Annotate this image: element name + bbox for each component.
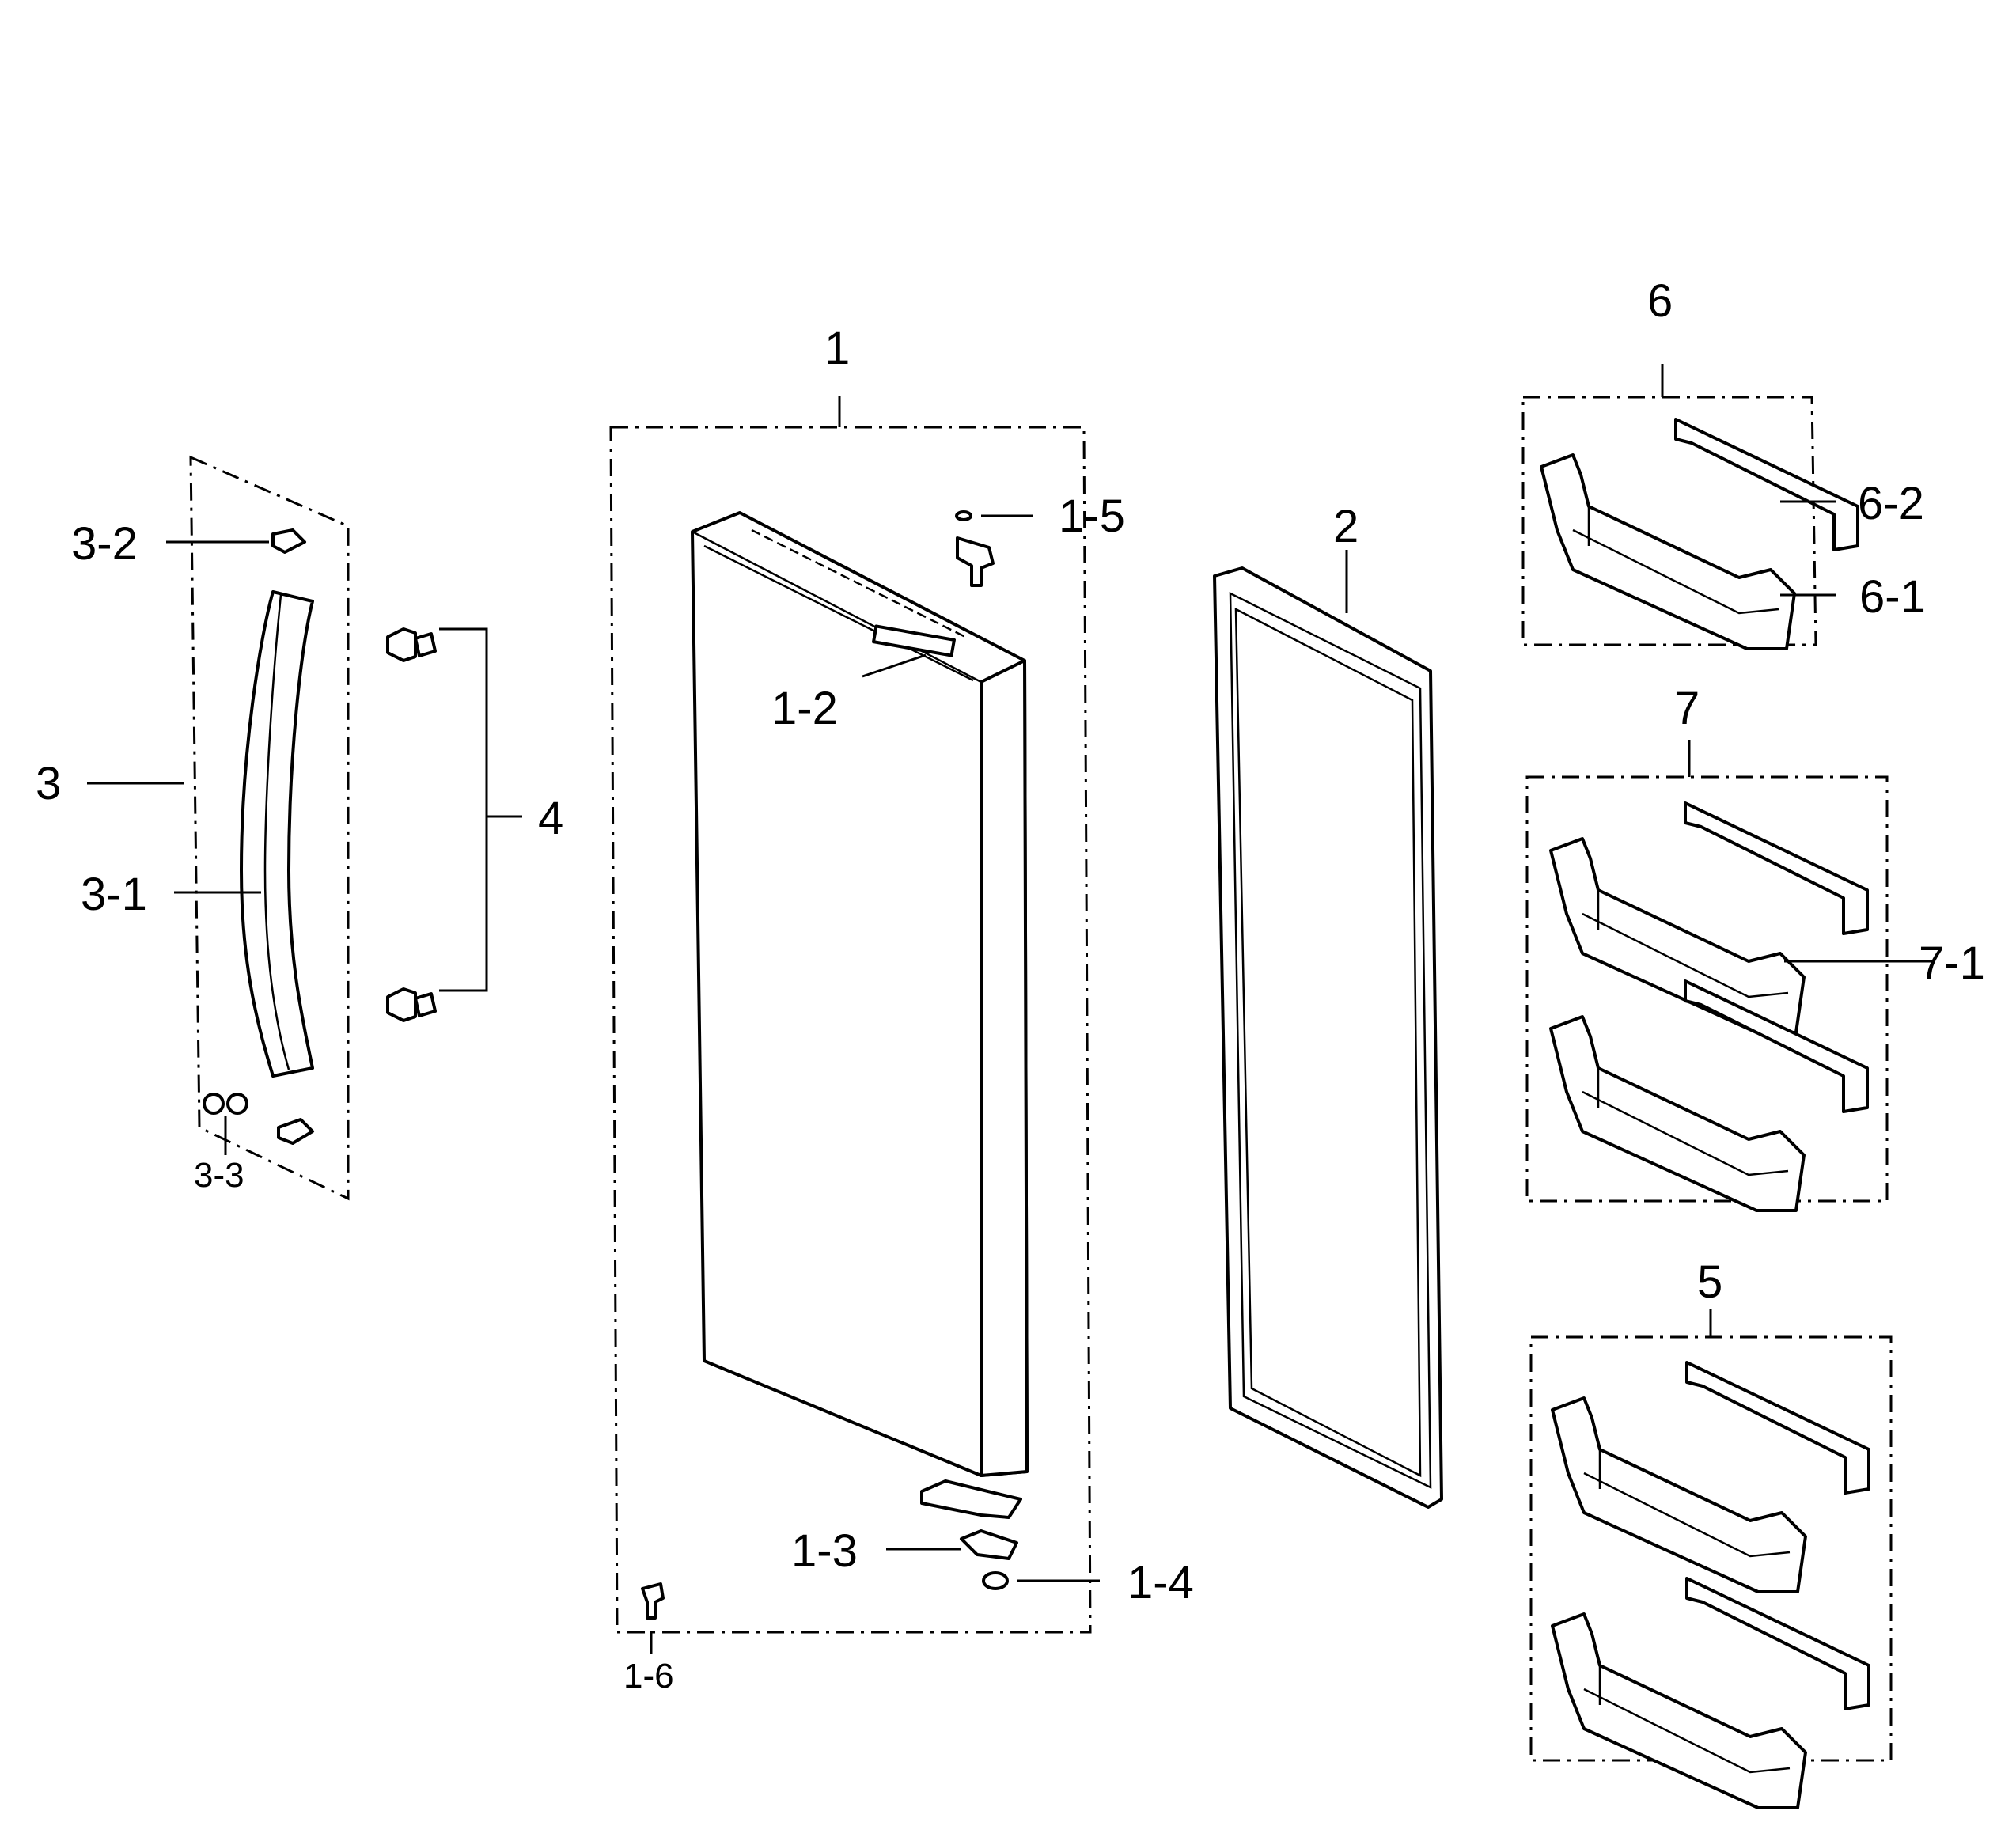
label-7-1: 7-1 [1919, 938, 1985, 989]
label-1-3: 1-3 [791, 1525, 858, 1577]
shelf-group-5-outline [1529, 1335, 1893, 1762]
hinge-part-1-3 [960, 1529, 1018, 1560]
shelf-group-6: 6 6-2 6-1 [1521, 275, 1926, 650]
leader-1-2 [862, 653, 927, 678]
shelf-group-5: 5 [1529, 1256, 1893, 1809]
label-5: 5 [1697, 1256, 1722, 1308]
hinge-pin-1-5 [956, 536, 995, 587]
logo-badge-1-2 [872, 624, 956, 657]
handle-assembly-group: 3 3-1 3-2 3-3 [36, 455, 350, 1201]
bin-7-lower [1549, 979, 1869, 1212]
label-3-3: 3-3 [194, 1156, 244, 1195]
handle-assembly-outline [189, 455, 350, 1201]
label-1-2: 1-2 [771, 683, 838, 734]
label-6: 6 [1647, 275, 1673, 327]
label-1-6: 1-6 [623, 1657, 674, 1695]
lower-hinge-bracket [920, 1479, 1022, 1519]
screw-3-3-b [226, 1093, 248, 1115]
label-1: 1 [824, 323, 850, 374]
bracket-4 [439, 627, 488, 992]
stud-lower [386, 987, 437, 1022]
shelf-group-6-outline [1521, 396, 1817, 646]
label-3-2: 3-2 [71, 518, 138, 570]
label-6-1: 6-1 [1859, 571, 1926, 623]
label-2: 2 [1333, 501, 1359, 552]
label-7: 7 [1674, 683, 1700, 734]
door-assembly-group: 1 1-2 1-5 1-3 1-4 1-6 [609, 323, 1194, 1695]
washer-1-4 [982, 1571, 1009, 1590]
screw-1-6 [641, 1582, 665, 1620]
mounting-studs-group: 4 [386, 627, 563, 1022]
label-3-1: 3-1 [81, 869, 147, 920]
door-assembly-outline [609, 426, 1092, 1634]
door-gasket-2 [1213, 566, 1443, 1509]
bin-5-upper [1551, 1361, 1870, 1593]
handle-cap-3-2 [271, 528, 306, 554]
label-1-4: 1-4 [1127, 1557, 1194, 1608]
label-4: 4 [538, 793, 563, 844]
handle-bottom-cap [277, 1118, 314, 1145]
cap-1-5 [955, 510, 972, 521]
bin-5-lower [1551, 1577, 1870, 1809]
label-3: 3 [36, 758, 61, 809]
door-gasket-group: 2 [1213, 501, 1443, 1509]
label-6-2: 6-2 [1858, 478, 1924, 529]
door-panel [691, 511, 1029, 1477]
screw-3-3-a [203, 1093, 225, 1115]
bin-6 [1540, 418, 1859, 650]
stud-upper [386, 627, 437, 662]
handle-3-1 [240, 590, 314, 1078]
door-side-edge [980, 659, 1029, 1477]
shelf-group-7: 7 7-1 [1525, 683, 1985, 1212]
label-1-5: 1-5 [1059, 491, 1125, 542]
